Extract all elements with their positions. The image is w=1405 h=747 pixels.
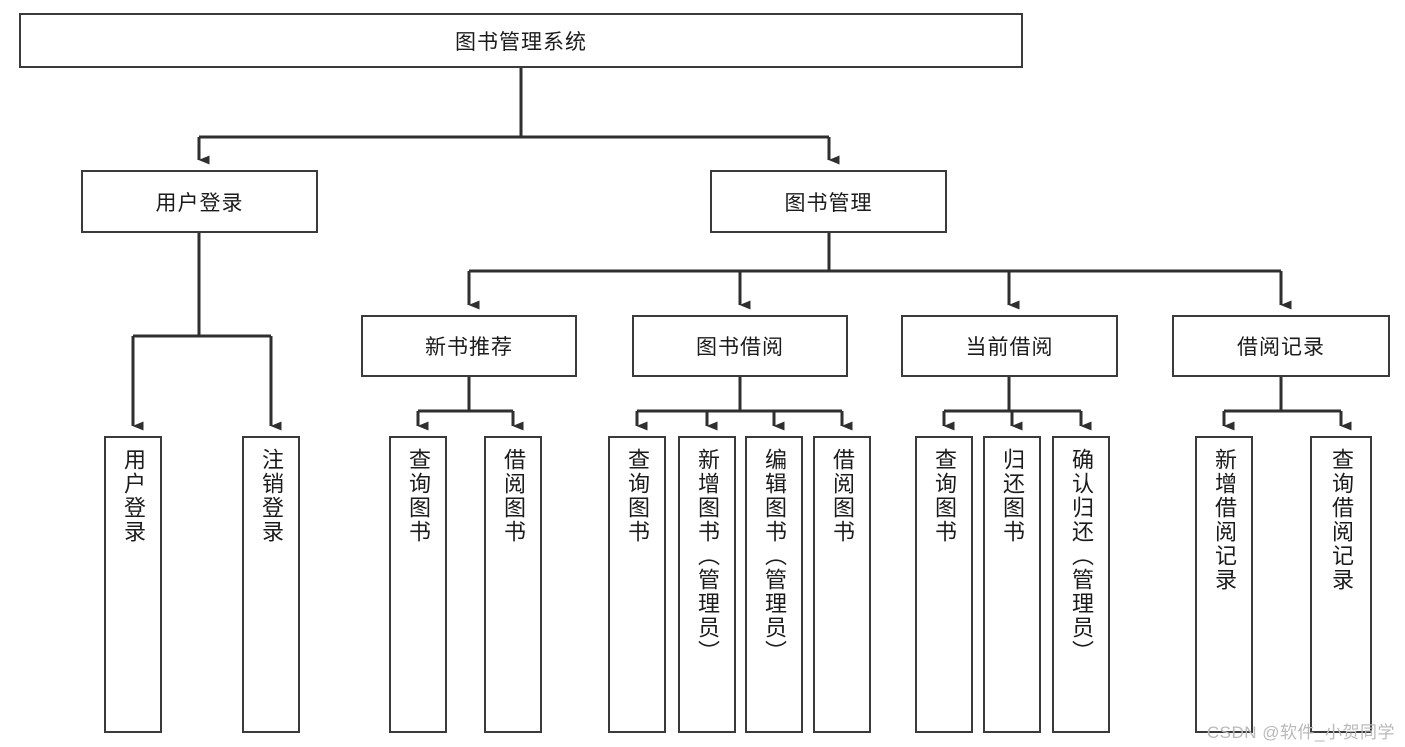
leaf-logout[interactable]: 注销登录 [242,436,300,733]
node-root[interactable]: 图书管理系统 [19,13,1023,68]
node-current-borrow-label: 当前借阅 [965,336,1054,359]
leaf-borrow-book-2[interactable]: 借阅图书 [813,436,871,733]
leaf-query-book-1[interactable]: 查询图书 [389,436,447,733]
leaf-add-book-label: 新增图书（管理员） [694,448,720,664]
node-root-label: 图书管理系统 [455,30,587,54]
leaf-query-borrow-record-label: 查询借阅记录 [1328,448,1354,592]
node-book-manage[interactable]: 图书管理 [710,170,947,233]
leaf-query-book-1-label: 查询图书 [405,448,431,544]
leaf-borrow-book-1-label: 借阅图书 [500,448,526,544]
leaf-borrow-book-1[interactable]: 借阅图书 [484,436,542,733]
leaf-edit-book-label: 编辑图书（管理员） [761,448,787,664]
leaf-confirm-return-label: 确认归还（管理员） [1068,448,1094,664]
leaf-query-book-2-label: 查询图书 [624,448,650,544]
leaf-confirm-return[interactable]: 确认归还（管理员） [1052,436,1110,733]
leaf-query-borrow-record[interactable]: 查询借阅记录 [1310,436,1372,733]
leaf-return-book-label: 归还图书 [999,448,1025,544]
node-borrow-record-label: 借阅记录 [1237,336,1325,359]
node-book-borrow-label: 图书借阅 [696,336,784,359]
node-user-login-label: 用户登录 [155,191,244,215]
node-book-borrow[interactable]: 图书借阅 [632,315,848,377]
leaf-add-borrow-record-label: 新增借阅记录 [1211,448,1237,592]
node-new-book-recommend[interactable]: 新书推荐 [361,315,577,377]
leaf-query-book-3[interactable]: 查询图书 [915,436,973,733]
leaf-query-book-3-label: 查询图书 [931,448,957,544]
node-user-login[interactable]: 用户登录 [81,170,318,233]
leaf-edit-book[interactable]: 编辑图书（管理员） [745,436,803,733]
node-borrow-record[interactable]: 借阅记录 [1172,315,1390,377]
node-book-manage-label: 图书管理 [784,191,873,215]
leaf-user-login-label: 用户登录 [120,448,146,544]
node-new-book-recommend-label: 新书推荐 [425,336,513,359]
leaf-logout-label: 注销登录 [258,448,284,544]
node-current-borrow[interactable]: 当前借阅 [901,315,1118,377]
leaf-borrow-book-2-label: 借阅图书 [829,448,855,544]
leaf-add-borrow-record[interactable]: 新增借阅记录 [1195,436,1253,733]
leaf-return-book[interactable]: 归还图书 [983,436,1041,733]
leaf-query-book-2[interactable]: 查询图书 [608,436,666,733]
watermark-text: CSDN @软件_小贺同学 [1206,723,1395,742]
leaf-user-login[interactable]: 用户登录 [104,436,162,733]
leaf-add-book[interactable]: 新增图书（管理员） [678,436,736,733]
